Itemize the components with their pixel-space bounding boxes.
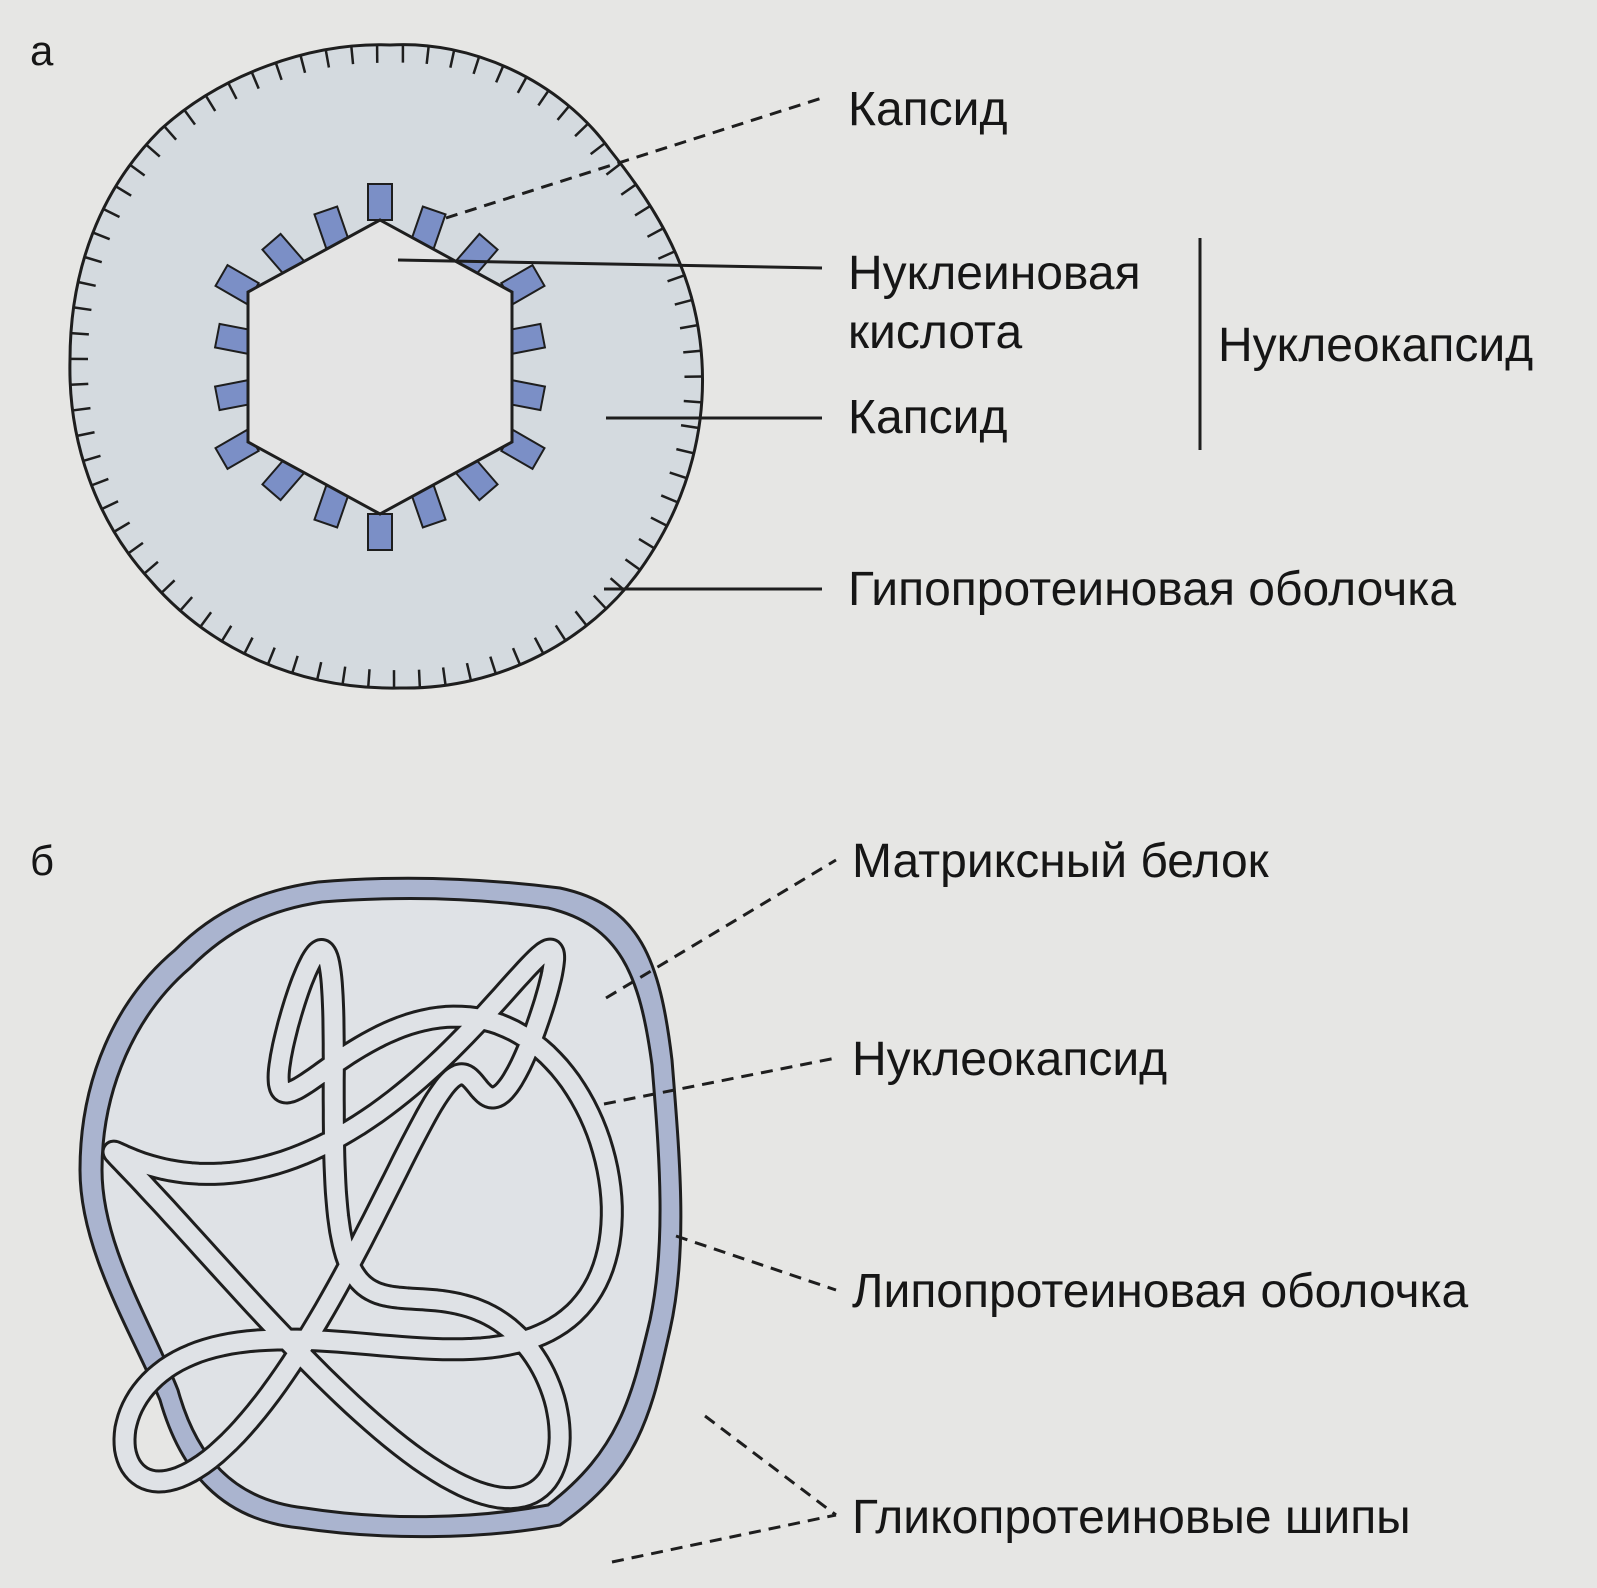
label-capsid-top: Капсид — [848, 86, 1007, 134]
envelope-spike — [351, 46, 353, 64]
capsomer — [368, 184, 392, 220]
leader-spikes-2 — [612, 1515, 836, 1562]
envelope-spike — [71, 333, 89, 334]
label-matrix-protein: Матриксный белок — [852, 838, 1269, 886]
envelope-spike — [368, 669, 369, 687]
leader-envelope-b — [676, 1236, 836, 1290]
label-nucleocapsid-b: Нуклеокапсид — [852, 1036, 1167, 1084]
envelope-spike — [684, 401, 702, 402]
leader-matrix-protein — [606, 860, 836, 998]
label-nucleic-acid-line2: кислота — [848, 304, 1141, 363]
panel-b-virion — [80, 878, 681, 1536]
label-spikes: Гликопротеиновые шипы — [852, 1494, 1411, 1542]
leader-spikes-1 — [705, 1416, 836, 1515]
capsomer — [368, 514, 392, 550]
envelope-spike — [70, 384, 88, 385]
label-nucleic-acid-line1: Нуклеиновая — [848, 245, 1141, 304]
label-envelope-b: Липопротеиновая оболочка — [852, 1268, 1468, 1316]
panel-a-virion — [70, 45, 703, 688]
label-envelope-a: Гипопротеиновая оболочка — [848, 566, 1456, 614]
panel-a-letter: а — [30, 30, 53, 72]
panel-b-letter: б — [30, 840, 54, 882]
envelope-spike — [419, 670, 420, 688]
label-nucleocapsid-a: Нуклеокапсид — [1218, 322, 1533, 370]
label-nucleic-acid: Нуклеиновая кислота — [848, 245, 1141, 362]
envelope-spike — [683, 351, 701, 353]
label-capsid-bottom: Капсид — [848, 394, 1007, 442]
